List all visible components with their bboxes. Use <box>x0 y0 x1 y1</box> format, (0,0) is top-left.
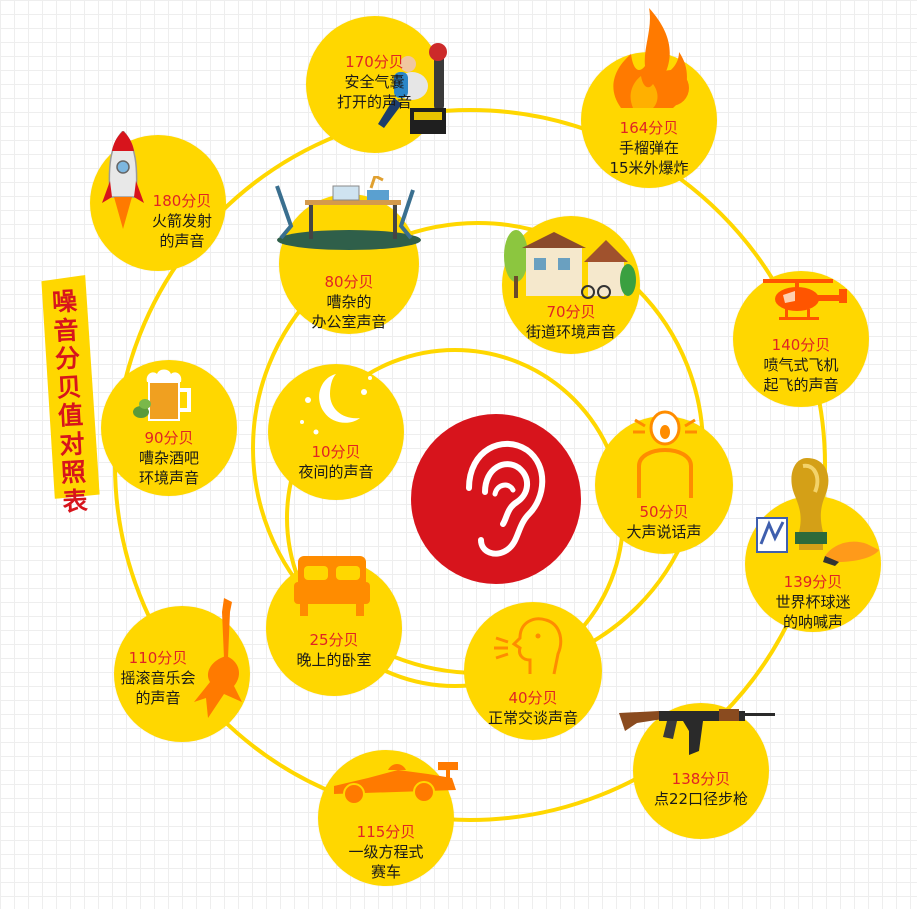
node-grenade-label: 164分贝 手榴弹在 15米外爆炸 <box>581 118 717 178</box>
street-house-icon <box>504 230 636 299</box>
node-bedroom: 25分贝 晚上的卧室 <box>266 556 402 696</box>
node-shout-desc: 大声说话声 <box>626 523 702 541</box>
node-bar: 90分贝 嘈杂酒吧 环境声音 <box>101 360 237 496</box>
node-office-label: 80分贝 嘈杂的 办公室声音 <box>279 272 419 332</box>
electric-guitar-icon <box>194 598 242 718</box>
beer-mug-icon <box>133 369 191 421</box>
airbag-icon <box>378 43 447 134</box>
node-shout-value: 50分贝 <box>639 503 689 521</box>
node-office-desc: 嘈杂的 办公室声音 <box>311 293 387 331</box>
ear-icon <box>466 440 546 557</box>
node-night-desc: 夜间的声音 <box>298 463 374 481</box>
node-airbag-label: 170分贝 安全气囊 打开的声音 <box>306 52 443 112</box>
node-shout-label: 50分贝 大声说话声 <box>595 502 733 542</box>
rocket-icon <box>102 131 144 229</box>
fire-explosion-icon <box>613 8 689 108</box>
node-rifle-label: 138分贝 点22口径步枪 <box>633 769 769 809</box>
node-street-value: 70分贝 <box>546 303 596 321</box>
node-night: 10分贝 夜间的声音 <box>268 364 404 500</box>
center-circle <box>411 414 581 584</box>
node-bar-label: 90分贝 嘈杂酒吧 环境声音 <box>101 428 237 488</box>
world-cup-trophy-icon <box>756 458 879 566</box>
node-bedroom-value: 25分贝 <box>309 631 359 649</box>
node-jet-label: 140分贝 喷气式飞机 起飞的声音 <box>733 335 869 395</box>
shouting-person-icon <box>633 410 697 498</box>
node-grenade-value: 164分贝 <box>619 119 679 137</box>
node-worldcup: 139分贝 世界杯球迷 的呐喊声 <box>745 458 881 632</box>
race-car-icon <box>334 762 458 804</box>
node-talk-label: 40分贝 正常交谈声音 <box>464 688 602 728</box>
node-f1-label: 115分贝 一级方程式 赛车 <box>318 822 454 882</box>
node-worldcup-label: 139分贝 世界杯球迷 的呐喊声 <box>745 572 881 632</box>
bed-icon <box>294 556 370 616</box>
node-airbag-desc: 安全气囊 打开的声音 <box>336 73 412 111</box>
node-f1-desc: 一级方程式 赛车 <box>348 843 424 881</box>
node-f1-value: 115分贝 <box>356 823 416 841</box>
talking-head-icon <box>494 617 563 675</box>
node-airbag-value: 170分贝 <box>345 53 404 71</box>
node-rocket-label: 180分贝 火箭发射 的声音 <box>138 191 226 251</box>
node-worldcup-value: 139分贝 <box>783 573 843 591</box>
node-bedroom-label: 25分贝 晚上的卧室 <box>266 630 402 670</box>
node-rocket: 180分贝 火箭发射 的声音 <box>90 131 226 271</box>
office-desk-icon <box>275 176 421 250</box>
node-jet: 140分贝 喷气式飞机 起飞的声音 <box>733 271 869 407</box>
node-night-label: 10分贝 夜间的声音 <box>268 442 404 482</box>
node-street-label: 70分贝 街道环境声音 <box>502 302 640 342</box>
node-shout: 50分贝 大声说话声 <box>595 410 733 554</box>
node-night-value: 10分贝 <box>311 443 361 461</box>
node-talk-value: 40分贝 <box>508 689 558 707</box>
node-rocket-value: 180分贝 <box>152 192 212 210</box>
node-bedroom-desc: 晚上的卧室 <box>296 651 372 669</box>
node-office-value: 80分贝 <box>324 273 374 291</box>
node-rock-label: 110分贝 摇滚音乐会 的声音 <box>114 648 202 708</box>
node-street-desc: 街道环境声音 <box>525 323 616 341</box>
node-talk-desc: 正常交谈声音 <box>487 709 578 727</box>
rifle-icon <box>619 709 775 755</box>
helicopter-icon <box>763 279 847 320</box>
node-f1: 115分贝 一级方程式 赛车 <box>318 750 458 886</box>
node-rifle-value: 138分贝 <box>671 770 731 788</box>
title-banner-shape <box>41 275 100 499</box>
node-rock-value: 110分贝 <box>128 649 188 667</box>
node-jet-desc: 喷气式飞机 起飞的声音 <box>763 356 839 394</box>
node-grenade-desc: 手榴弹在 15米外爆炸 <box>609 139 689 177</box>
node-airbag: 170分贝 安全气囊 打开的声音 <box>306 16 447 153</box>
node-rock-desc: 摇滚音乐会 的声音 <box>120 669 196 707</box>
node-worldcup-desc: 世界杯球迷 的呐喊声 <box>775 593 851 631</box>
node-grenade: 164分贝 手榴弹在 15米外爆炸 <box>581 8 717 188</box>
moon-stars-icon <box>300 374 372 435</box>
title-banner: 噪音分贝值对照表 <box>38 275 100 516</box>
node-jet-value: 140分贝 <box>771 336 831 354</box>
node-rocket-desc: 火箭发射 的声音 <box>151 212 212 250</box>
node-bar-desc: 嘈杂酒吧 环境声音 <box>138 449 199 487</box>
node-office: 80分贝 嘈杂的 办公室声音 <box>275 176 421 334</box>
node-bar-value: 90分贝 <box>144 429 194 447</box>
node-talk: 40分贝 正常交谈声音 <box>464 602 602 740</box>
node-street: 70分贝 街道环境声音 <box>502 216 640 354</box>
node-rock: 110分贝 摇滚音乐会 的声音 <box>114 598 250 742</box>
node-rifle: 138分贝 点22口径步枪 <box>619 703 775 839</box>
node-rifle-desc: 点22口径步枪 <box>653 790 749 808</box>
